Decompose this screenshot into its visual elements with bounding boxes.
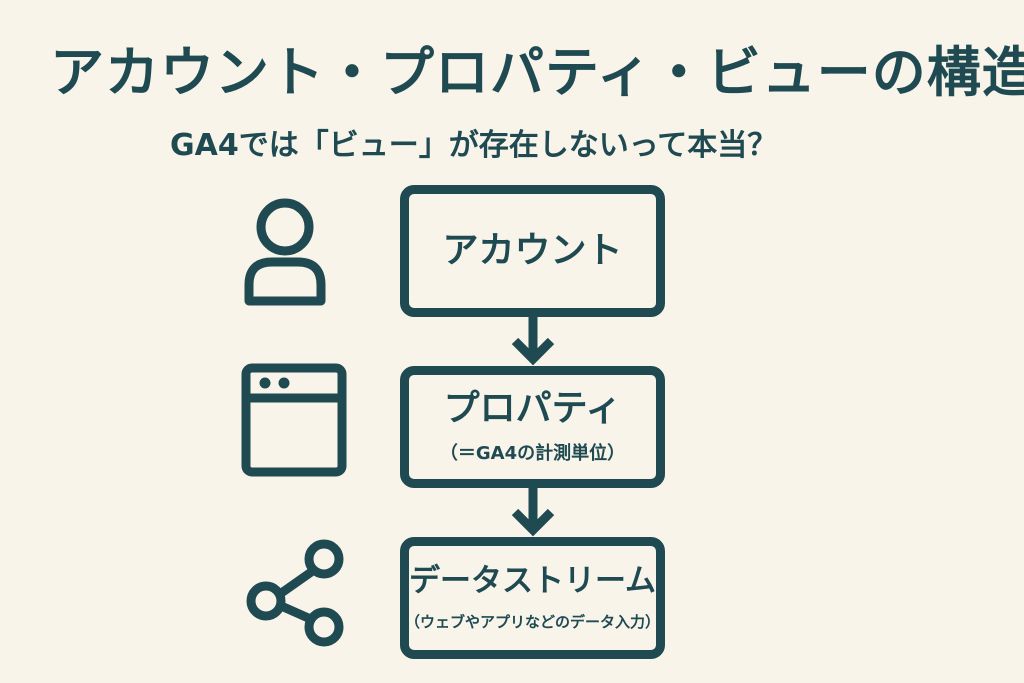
page-subtitle: GA4では「ビュー」が存在しないって本当？	[170, 128, 778, 163]
user-icon	[244, 198, 326, 306]
account-box: アカウント	[400, 185, 665, 317]
data-stream-sublabel: （ウェブやアプリなどのデータ入力）	[405, 612, 661, 631]
share-icon	[246, 539, 344, 647]
browser-window-icon	[241, 363, 347, 477]
data-stream-box: データストリーム （ウェブやアプリなどのデータ入力）	[400, 537, 665, 659]
property-sublabel: （＝GA4の計測単位）	[439, 442, 626, 464]
data-stream-label: データストリーム	[408, 563, 657, 600]
property-label: プロパティ	[443, 388, 622, 430]
page-title: アカウント・プロパティ・ビューの構造	[50, 41, 1024, 104]
property-box: プロパティ （＝GA4の計測単位）	[400, 366, 665, 488]
arrow-property-to-data-stream	[511, 488, 555, 537]
arrow-account-to-property	[511, 317, 555, 366]
account-label: アカウント	[442, 230, 623, 272]
